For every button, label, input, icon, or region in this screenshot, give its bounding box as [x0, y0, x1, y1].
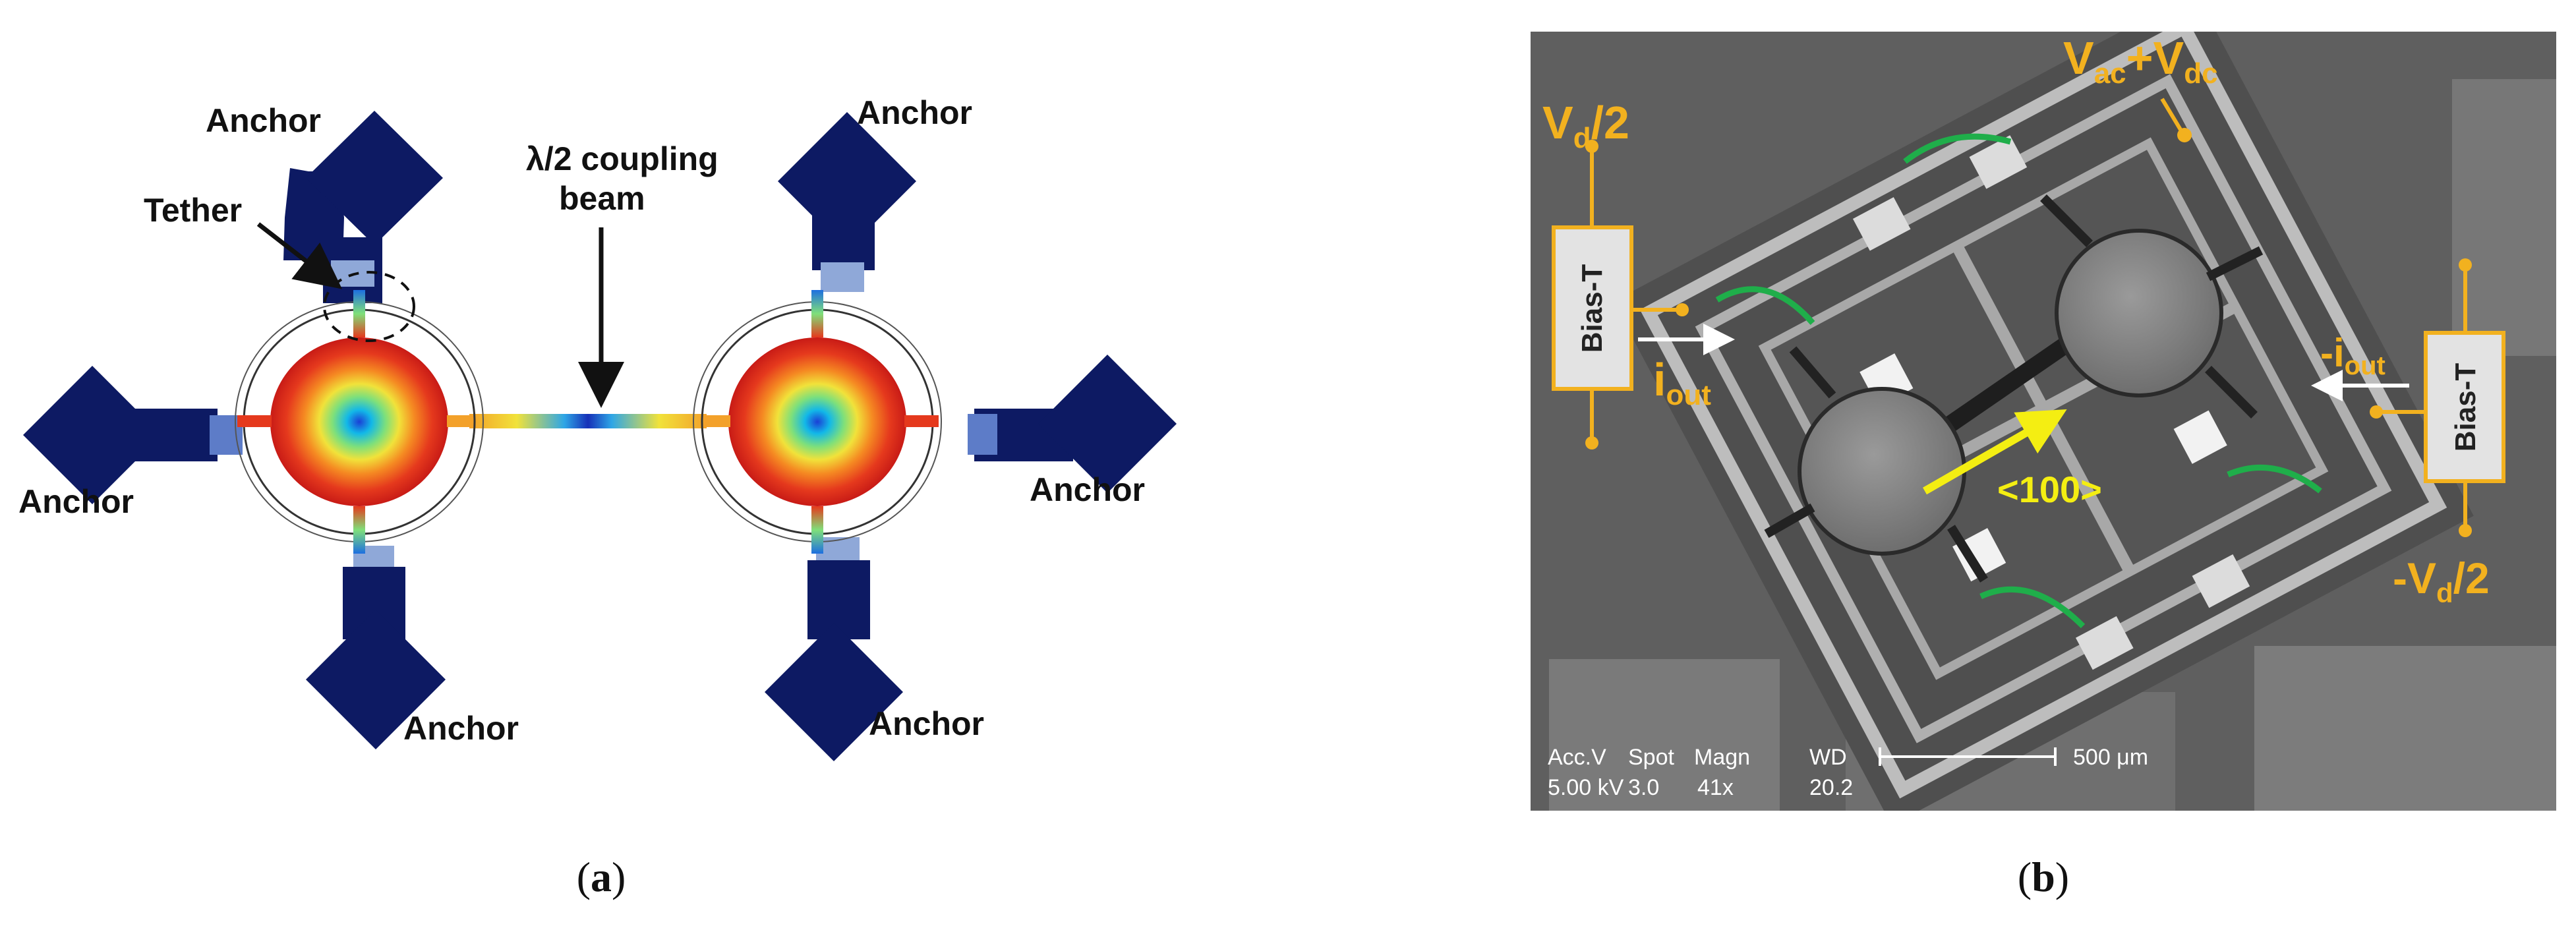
green-arc-left — [1715, 286, 1815, 325]
bias-t-right-label: Bias-T — [2449, 363, 2482, 452]
vac-vdc-label: Vac+Vdc — [2063, 32, 2218, 90]
anchor-bottom-left — [306, 546, 446, 749]
panel-b-sem-image: <100> Bias-T Bias-T — [1531, 32, 2556, 900]
sem-scale-bar-label: 500 μm — [2073, 745, 2148, 770]
coupling-label-line1: λ/2 coupling — [526, 140, 718, 177]
bias-t-left-label: Bias-T — [1576, 264, 1608, 353]
anchor-bottom-right — [765, 537, 903, 761]
caption-a: (a) — [577, 854, 626, 900]
sem-label-spot: Spot — [1628, 745, 1674, 770]
caption-b: (b) — [2018, 854, 2069, 900]
sem-label-accv: Acc.V — [1548, 745, 1606, 770]
tether-arrow — [256, 222, 343, 289]
sem-label-magn: Magn — [1694, 745, 1750, 770]
sem-value-magn: 41x — [1697, 775, 1734, 800]
sem-value-accv: 5.00 kV — [1548, 775, 1624, 800]
anchor-label-right: Anchor — [1030, 471, 1145, 508]
sem-disk-left — [1798, 387, 1966, 556]
anchor-label-left: Anchor — [18, 483, 134, 520]
iout-left-label: iout — [1653, 354, 1711, 411]
green-arc-right — [2227, 464, 2322, 494]
tether-highlight-ellipse — [323, 271, 415, 342]
coupling-label-line2: beam — [559, 180, 645, 217]
anchor-right-right — [968, 355, 1177, 493]
orientation-label: <100> — [1997, 469, 2102, 510]
sem-info-bar: Acc.V Spot Magn WD 5.00 kV 3.0 41x 20.2 … — [1548, 745, 2148, 800]
vd-right-label: -Vd/2 — [2393, 554, 2490, 608]
panel-a-fem-simulation: Anchor Anchor Anchor Anchor Anchor Ancho… — [18, 94, 1177, 900]
tether-label: Tether — [144, 192, 242, 229]
green-arc-top — [1903, 133, 2012, 164]
anchor-label-top-right: Anchor — [857, 94, 972, 131]
bias-t-right: Bias-T — [2311, 258, 2505, 537]
resonator-right — [693, 290, 942, 554]
anchor-top-right — [778, 112, 916, 292]
anchor-left-left — [23, 366, 243, 504]
sem-disk-right — [2055, 229, 2223, 397]
anchor-label-bottom-right: Anchor — [869, 705, 984, 742]
iout-right-label: -iout — [2320, 331, 2386, 380]
sem-value-wd: 20.2 — [1809, 775, 1853, 800]
sem-label-wd: WD — [1809, 745, 1847, 770]
orientation-arrow — [1923, 409, 2067, 495]
anchor-label-top-left: Anchor — [206, 102, 321, 139]
green-arc-bottom — [1979, 586, 2086, 629]
coupling-beam — [469, 414, 707, 428]
anchor-top-left — [283, 111, 443, 303]
anchor-label-bottom-left: Anchor — [403, 710, 519, 747]
vd-left-label: Vd/2 — [1542, 97, 1629, 154]
bias-t-left: Bias-T — [1552, 140, 1735, 450]
sem-value-spot: 3.0 — [1628, 775, 1659, 800]
resonator-left — [235, 290, 484, 554]
